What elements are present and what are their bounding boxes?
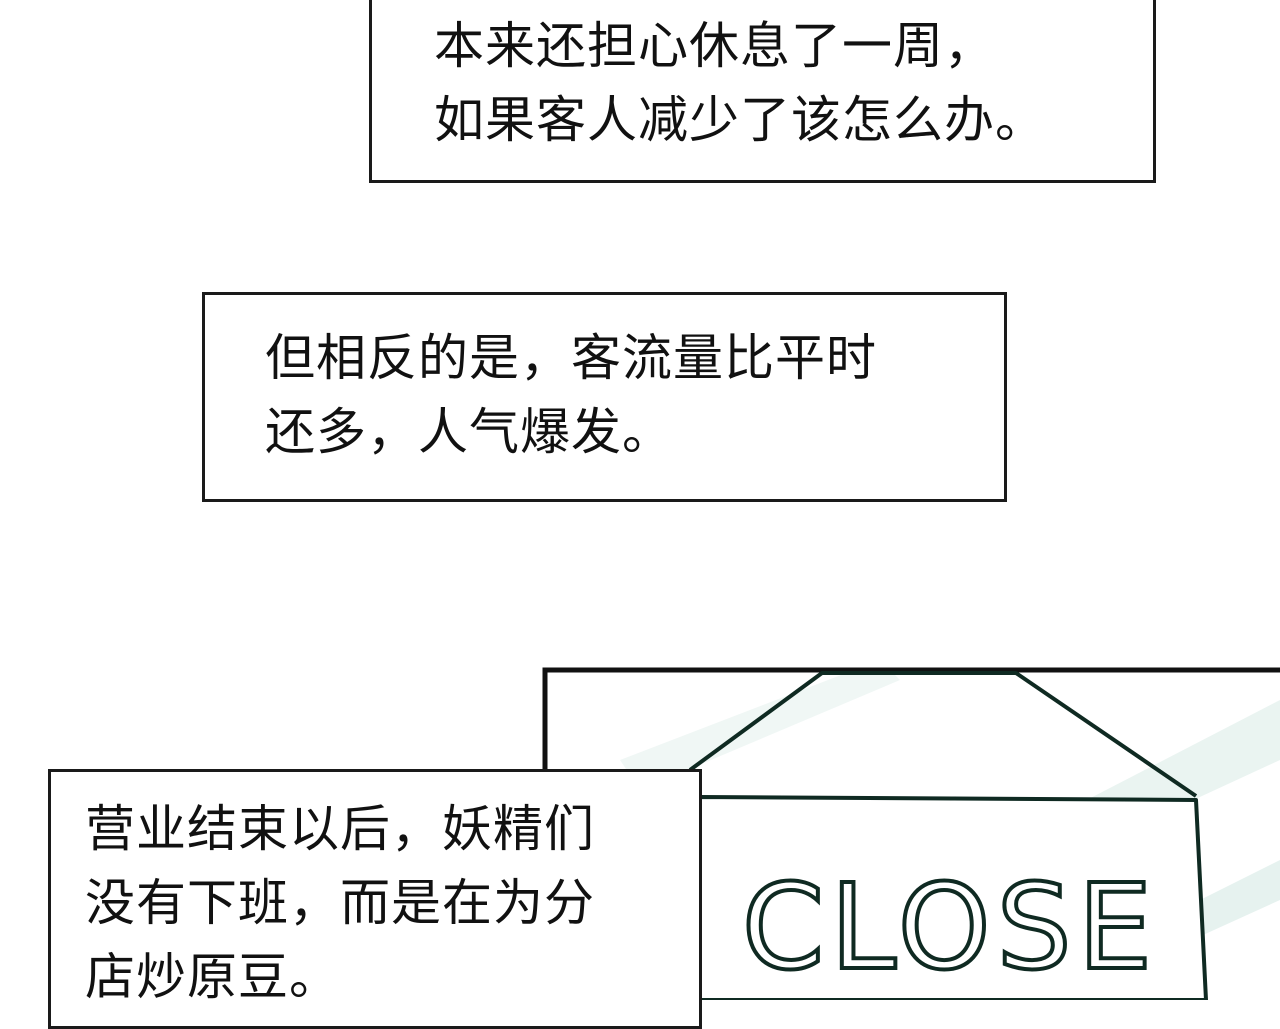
caption-1-line-2: 如果客人减少了该怎么办。 <box>434 91 1046 149</box>
caption-3-line-3: 店炒原豆。 <box>85 948 340 1006</box>
caption-2-line-2: 还多，人气爆发。 <box>265 403 673 461</box>
close-sign-text: CLOSE <box>742 858 1158 996</box>
caption-3-line-1: 营业结束以后，妖精们 <box>85 800 595 858</box>
caption-2-line-1: 但相反的是，客流量比平时 <box>265 329 877 387</box>
sign-string <box>688 671 1198 798</box>
caption-3-line-2: 没有下班，而是在为分 <box>85 874 595 932</box>
caption-box-2: 但相反的是，客流量比平时 还多，人气爆发。 <box>202 292 1007 502</box>
caption-box-1: 本来还担心休息了一周， 如果客人减少了该怎么办。 <box>369 0 1156 183</box>
caption-box-3: 营业结束以后，妖精们 没有下班，而是在为分 店炒原豆。 <box>48 769 702 1029</box>
comic-panel: CLOSE <box>542 667 1280 1000</box>
caption-1-line-1: 本来还担心休息了一周， <box>434 17 995 75</box>
